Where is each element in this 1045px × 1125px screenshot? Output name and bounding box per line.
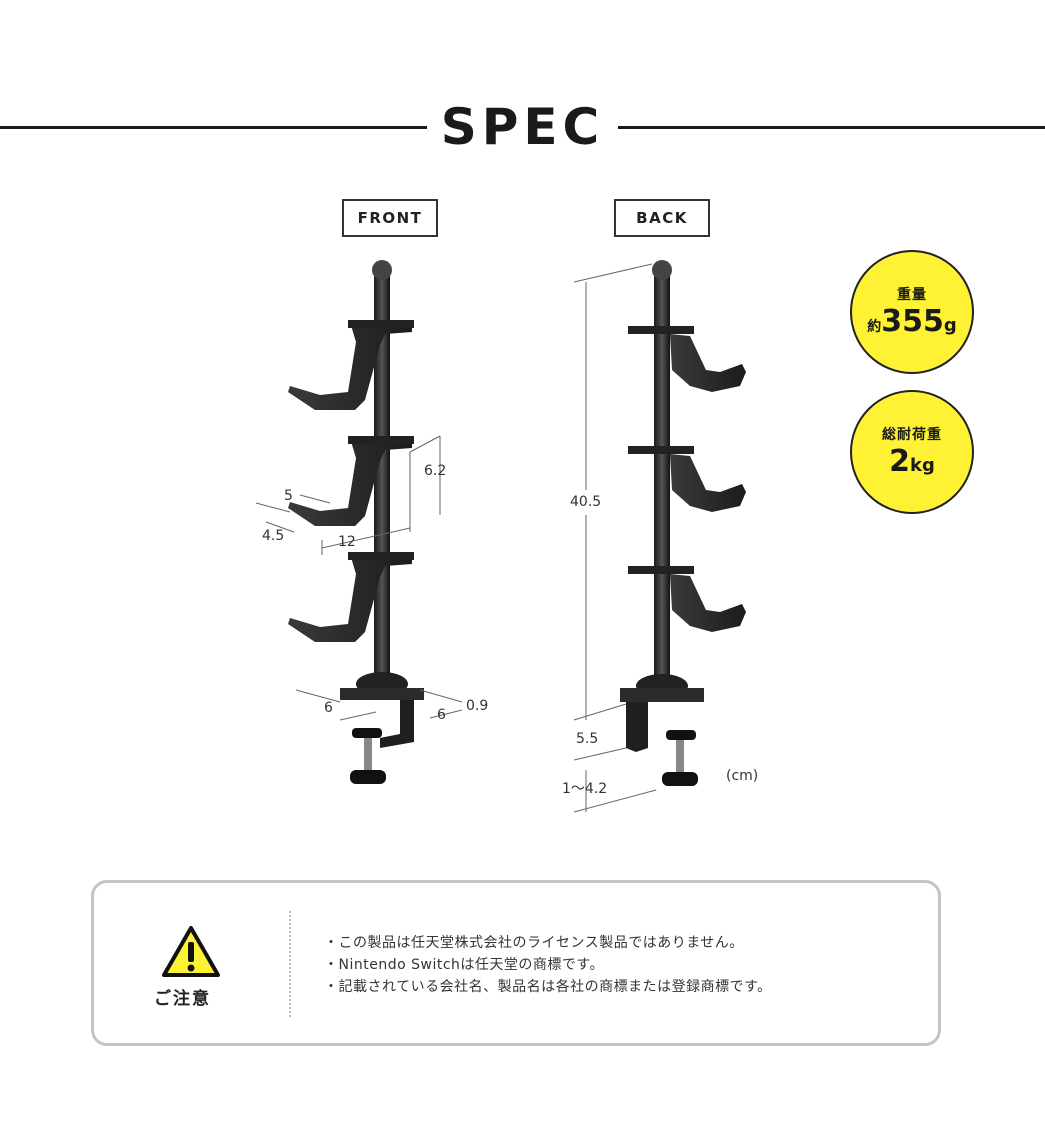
back-dim-clamp-height: 5.5 <box>576 731 599 747</box>
front-product <box>288 260 424 784</box>
front-view-label: FRONT <box>342 199 438 237</box>
front-holder-top <box>288 320 414 410</box>
front-holder-middle <box>288 436 414 526</box>
front-dim-hook-width: 4.5 <box>262 528 285 544</box>
back-holder-middle <box>628 446 746 512</box>
load-value: 2 <box>889 444 910 479</box>
title-rule-right <box>618 126 1045 129</box>
weight-prefix: 約 <box>867 319 882 335</box>
front-dim-holder-length: 12 <box>338 534 356 550</box>
front-dim-holder-height: 6.2 <box>424 463 447 479</box>
front-dim-hook-depth: 5 <box>284 488 293 504</box>
load-unit: kg <box>910 455 935 476</box>
back-dim-total-height: 40.5 <box>570 494 602 510</box>
weight-value: 355 <box>881 304 944 339</box>
load-label: 総耐荷重 <box>882 427 942 443</box>
back-product <box>620 260 746 786</box>
notice-item: この製品は任天堂株式会社のライセンス製品ではありません。 <box>324 932 772 954</box>
notice-divider <box>289 911 291 1017</box>
front-holder-bottom <box>288 552 414 642</box>
notice-item: Nintendo Switchは任天堂の商標です。 <box>324 954 772 976</box>
front-dim-base-thickness: 0.9 <box>466 698 489 714</box>
back-dim-clamp-range: 1〜4.2 <box>562 781 608 797</box>
warning-icon <box>162 926 220 977</box>
unit-label: (cm) <box>726 768 759 784</box>
product-drawing <box>255 260 746 813</box>
back-dimension-lines <box>573 263 657 813</box>
page-title: SPEC <box>440 98 605 156</box>
notice-list: この製品は任天堂株式会社のライセンス製品ではありません。 Nintendo Sw… <box>324 932 772 998</box>
load-badge: 総耐荷重 2kg <box>850 390 974 514</box>
front-dimension-lines <box>255 435 463 721</box>
title-rule-left <box>0 126 427 129</box>
back-holder-top <box>628 326 746 392</box>
back-view-label: BACK <box>614 199 710 237</box>
weight-unit: g <box>943 315 957 336</box>
front-dim-base-width: 6 <box>437 707 446 723</box>
notice-label: ご注意 <box>154 989 211 1009</box>
notice-item: 記載されている会社名、製品名は各社の商標または登録商標です。 <box>324 976 772 998</box>
weight-badge: 重量 約355g <box>850 250 974 374</box>
notice-box: ご注意 この製品は任天堂株式会社のライセンス製品ではありません。 Nintend… <box>91 880 941 1046</box>
weight-label: 重量 <box>897 287 927 303</box>
back-holder-bottom <box>628 566 746 632</box>
front-dim-base-depth: 6 <box>324 700 333 716</box>
